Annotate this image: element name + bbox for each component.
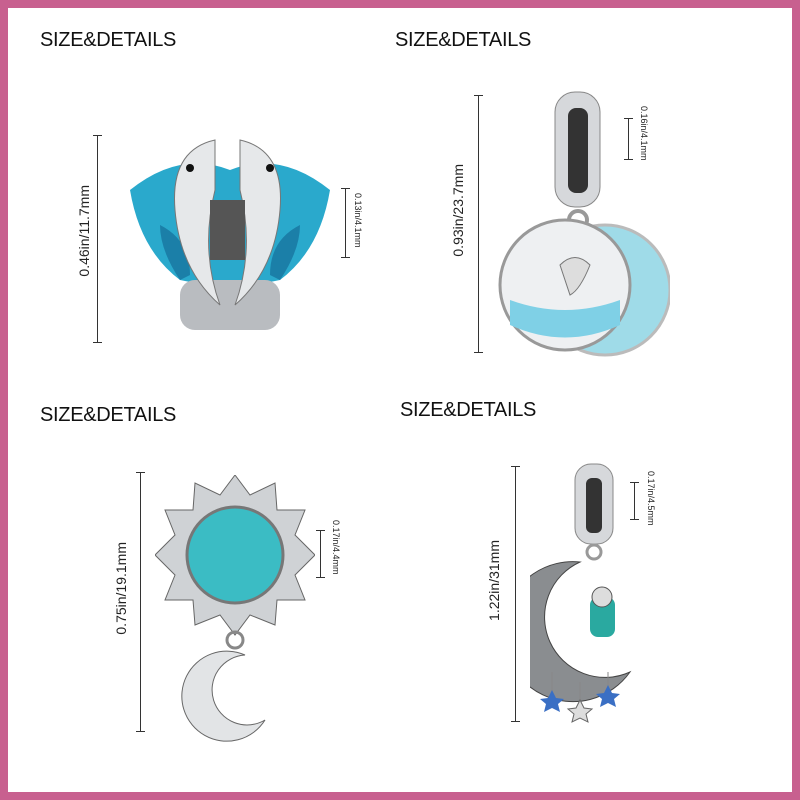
width-dimension-line [624, 118, 633, 160]
height-dimension-line [136, 472, 145, 732]
panel-4-height-label: 1.22in/31mm [486, 540, 502, 621]
panel-4-width-label: 0.17in/4.5mm [646, 471, 656, 526]
panel-4-title: SIZE&DETAILS [400, 399, 537, 421]
width-dimension-line [630, 482, 639, 520]
sun-moon-charm-image [155, 475, 315, 742]
panel-2-width-label: 0.16in/4.1mm [639, 106, 649, 161]
panel-3-height-label: 0.75in/19.1mm [113, 542, 129, 635]
width-dimension-line [341, 188, 350, 258]
height-dimension-line [511, 466, 520, 722]
panel-3-title: SIZE&DETAILS [40, 404, 177, 426]
height-dimension-line [93, 135, 102, 343]
panel-1-title: SIZE&DETAILS [40, 29, 177, 51]
width-dimension-line [316, 530, 325, 578]
panel-3-width-label: 0.17in/4.4mm [331, 520, 341, 575]
astronaut-moon-charm-image [530, 463, 632, 723]
panel-2-title: SIZE&DETAILS [395, 29, 532, 51]
whale-tail-charm-image [498, 91, 670, 357]
panel-1-height-label: 0.46in/11.7mm [76, 185, 92, 277]
panel-1-width-label: 0.13in/4.1mm [353, 193, 363, 248]
dolphin-charm-image [130, 139, 330, 330]
height-dimension-line [474, 95, 483, 353]
panel-2-height-label: 0.93in/23.7mm [450, 164, 466, 257]
